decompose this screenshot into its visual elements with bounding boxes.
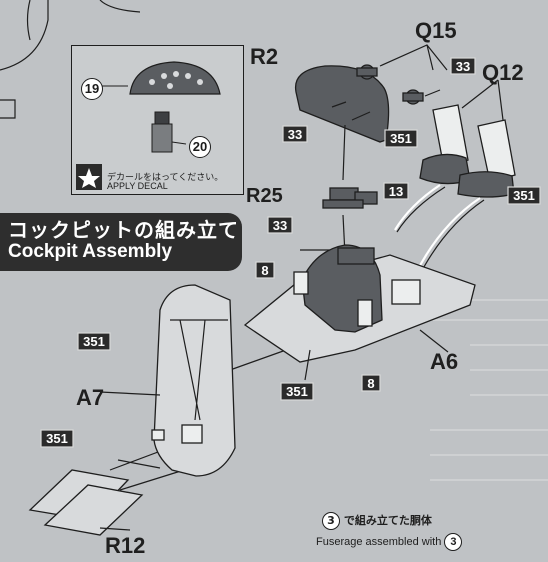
label-r12: R12: [105, 533, 145, 558]
decal-number-panel: 19: [81, 78, 103, 100]
svg-text:33: 33: [273, 218, 287, 233]
part-q15-pedals: [356, 44, 448, 105]
svg-text:351: 351: [83, 334, 105, 349]
section-title-jp: コックピットの組み立て: [8, 218, 239, 242]
label-q12: Q12: [482, 60, 524, 85]
color-tag-q12-right: 351: [507, 186, 541, 205]
label-r2: R2: [250, 44, 278, 69]
section-title: コックピットの組み立て Cockpit Assembly: [0, 213, 242, 271]
color-tag-a6-left: 8: [255, 261, 275, 279]
assembly-arrows: [109, 124, 485, 491]
decal-number-pilot: 20: [189, 136, 211, 158]
svg-text:351: 351: [286, 384, 308, 399]
fuselage-note-en-text: Fuserage assembled with: [316, 535, 442, 548]
part-r2-panel: [294, 65, 390, 143]
color-tag-r25: 33: [267, 216, 293, 234]
color-tag-a6-right: 8: [361, 374, 381, 392]
step-number-badge: 3: [322, 512, 340, 530]
decal-instruction-jp: デカールをはってください。: [107, 173, 224, 183]
svg-text:33: 33: [456, 59, 470, 74]
part-q12-seats: [419, 79, 516, 198]
part-a7-side: [99, 284, 236, 477]
label-q15: Q15: [415, 18, 457, 43]
color-tag-r12: 351: [40, 429, 74, 448]
color-tag-a6-bottom: 351: [280, 382, 314, 401]
color-tag-a7: 351: [77, 332, 111, 351]
color-tag-q12-bottom: 13: [383, 182, 409, 200]
section-title-en: Cockpit Assembly: [8, 241, 173, 262]
fuselage-note-en: Fuserage assembled with 3: [316, 533, 463, 551]
svg-text:351: 351: [390, 131, 412, 146]
color-tag-q15: 33: [450, 57, 476, 75]
decal-box: 19 20: [71, 45, 244, 195]
decal-instruction-en: APPLY DECAL: [107, 181, 168, 191]
svg-text:351: 351: [513, 188, 535, 203]
svg-text:8: 8: [261, 263, 268, 278]
step-number-badge-en: 3: [444, 533, 463, 551]
svg-text:351: 351: [46, 431, 68, 446]
label-a7: A7: [76, 385, 104, 410]
svg-text:8: 8: [367, 376, 374, 391]
svg-text:33: 33: [288, 127, 302, 142]
svg-text:13: 13: [389, 184, 403, 199]
color-tag-r2: 33: [282, 125, 308, 143]
part-r12-plates: [28, 469, 144, 536]
fuselage-note-jp-text: で組み立てた胴体: [343, 514, 432, 527]
label-r25: R25: [246, 185, 283, 207]
decal-illustrations: [76, 61, 221, 190]
label-a6: A6: [430, 349, 458, 374]
fuselage-note-jp: 3 で組み立てた胴体: [322, 512, 432, 530]
previous-step-fragment: [0, 0, 141, 119]
part-r25: [322, 187, 378, 209]
color-tag-q12-left: 351: [384, 129, 418, 148]
part-a6-floor: [243, 244, 476, 363]
